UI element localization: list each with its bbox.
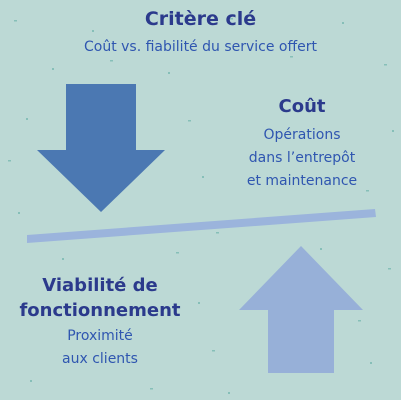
cost-block: Coût Opérations dans l’entrepôt et maint… [212, 96, 392, 193]
viability-heading-line: fonctionnement [19, 300, 181, 321]
diagram-subtitle: Coût vs. fiabilité du service offert [83, 39, 318, 55]
cost-heading: Coût [278, 96, 326, 117]
cost-line: et maintenance [246, 173, 358, 189]
viability-heading: Viabilité de fonctionnement [4, 273, 196, 323]
viability-line: Proximité [67, 328, 133, 344]
cost-line: Opérations [263, 127, 341, 143]
viability-block: Viabilité de fonctionnement Proximité au… [4, 273, 196, 371]
cost-line: dans l’entrepôt [248, 150, 356, 166]
cost-details: Opérations dans l’entrepôt et maintenanc… [212, 124, 392, 193]
viability-heading-line: Viabilité de [42, 275, 158, 296]
viability-details: Proximité aux clients [4, 325, 196, 371]
viability-line: aux clients [62, 351, 138, 367]
diagram-title: Critère clé [144, 8, 257, 30]
